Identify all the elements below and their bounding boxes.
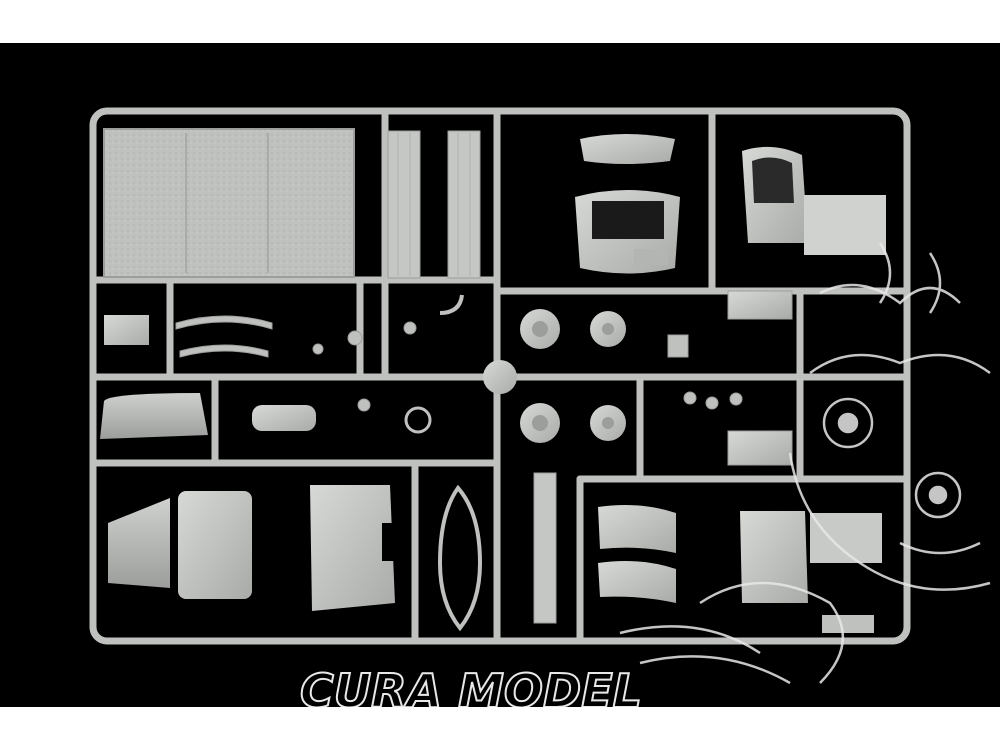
chassis-frame (437, 472, 557, 632)
cab-lower (740, 511, 882, 633)
bottom-panels (108, 485, 396, 611)
watermark-text: CURA MODEL (300, 664, 642, 707)
sprue-hub (483, 360, 517, 394)
small-parts (175, 290, 793, 466)
cab-side-top (742, 146, 886, 255)
fenders (598, 505, 676, 603)
sprue-frame (89, 107, 911, 645)
hood-front (575, 134, 680, 274)
side-boards (387, 130, 481, 279)
tarp-panel (103, 128, 355, 278)
fuel-tank (100, 315, 316, 439)
watermark-logo (619, 242, 991, 685)
photo-svg: CURA MODEL (0, 43, 1000, 707)
wheels (404, 309, 626, 443)
photo-area: CURA MODEL (0, 43, 1000, 707)
